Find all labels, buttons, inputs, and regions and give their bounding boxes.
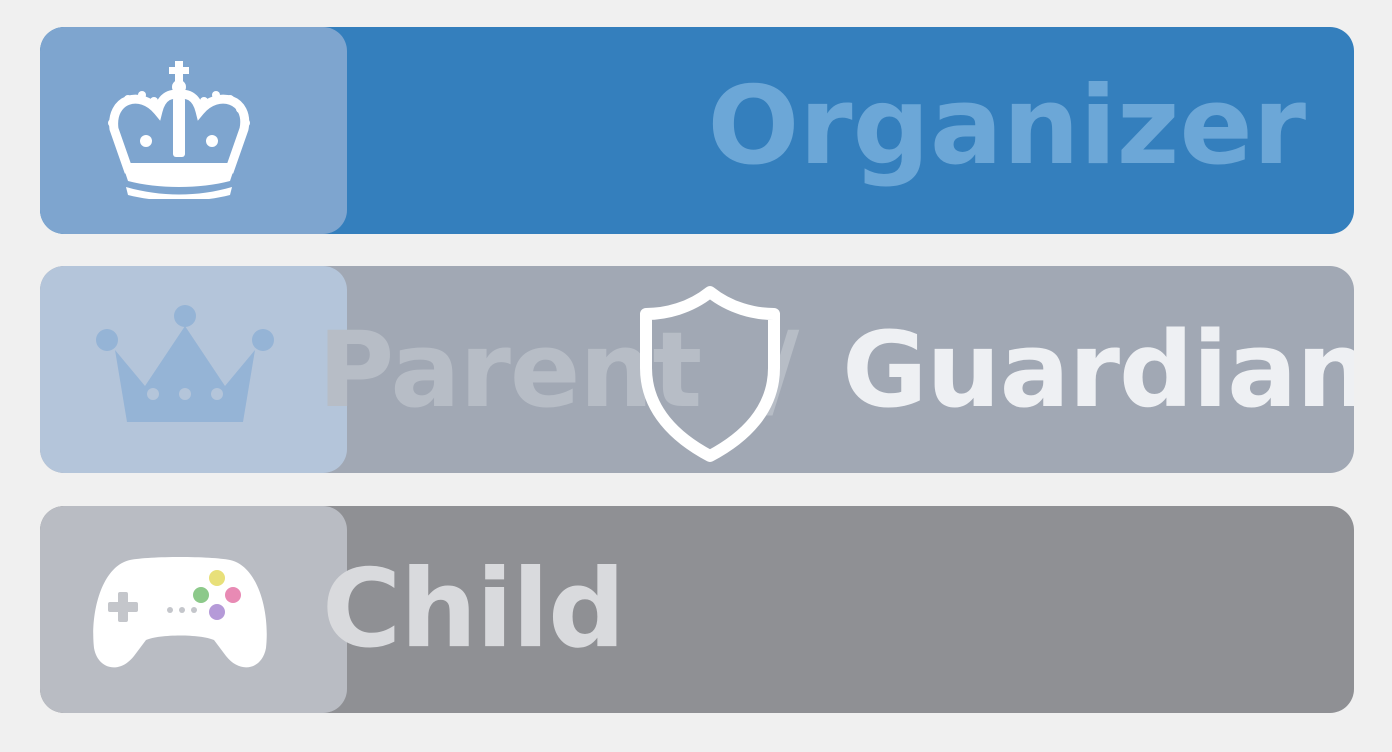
crown-icon	[108, 61, 250, 199]
child-icon-tile	[40, 506, 347, 713]
organizer-icon-tile	[40, 27, 347, 234]
parent-icon-tile	[40, 266, 347, 473]
parent-guardian-label: Parent/Guardian	[318, 318, 1354, 422]
shield-icon	[640, 286, 780, 462]
organizer-label: Organizer	[707, 64, 1306, 189]
role-option-organizer[interactable]: Organizer	[40, 27, 1354, 234]
role-option-parent-guardian[interactable]: Parent/Guardian	[40, 266, 1354, 473]
gamepad-icon	[93, 557, 267, 668]
role-option-child[interactable]: Child	[40, 506, 1354, 713]
parent-label: Parent	[318, 309, 702, 431]
crown-icon	[96, 305, 274, 422]
child-label: Child	[322, 547, 625, 672]
guardian-label: Guardian	[842, 309, 1354, 431]
